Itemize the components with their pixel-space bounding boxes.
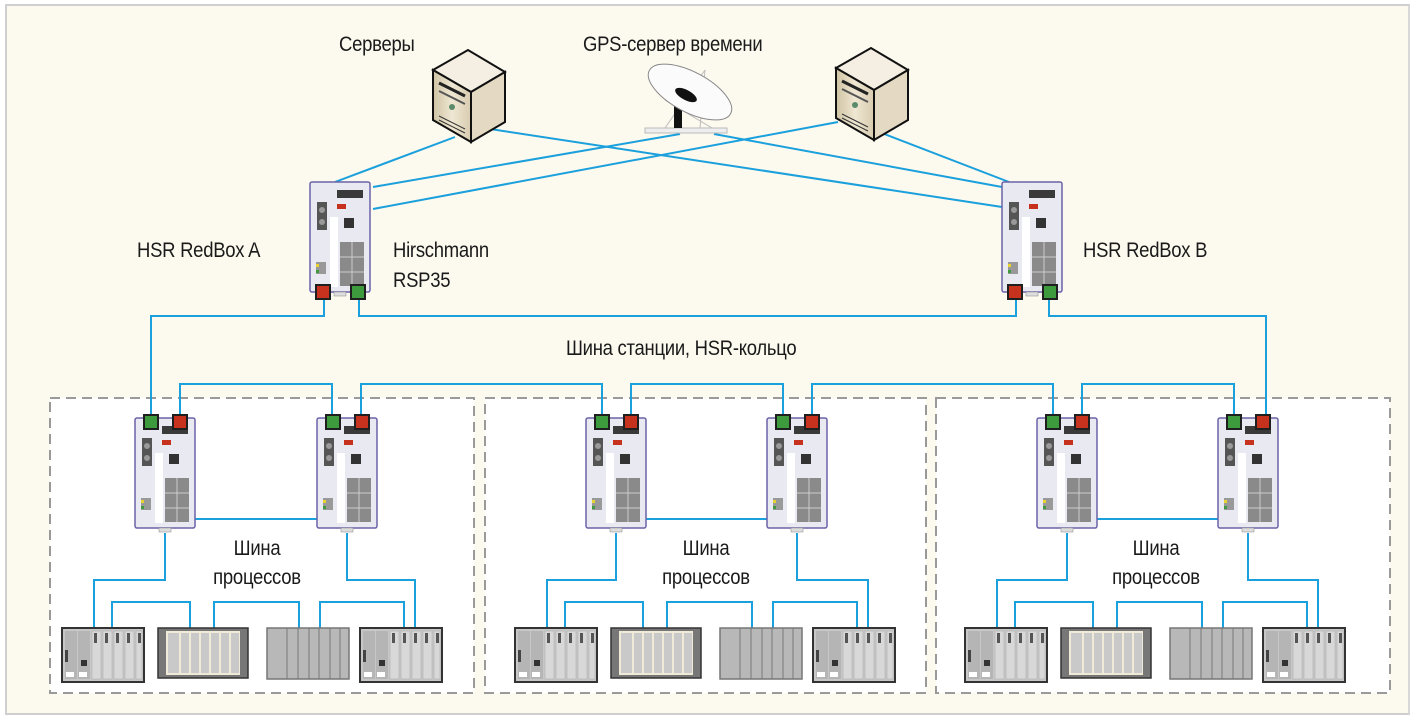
- hsr-switch-icon: [316, 417, 378, 533]
- port-a-icon: [1045, 414, 1061, 430]
- uplink: [713, 133, 1003, 188]
- station-bus-label: Шина станции, HSR-кольцо: [566, 337, 797, 360]
- hirschmann-label-line1: Hirschmann: [393, 239, 489, 262]
- port-a-icon: [1226, 414, 1242, 430]
- process-bus-link: [111, 601, 191, 628]
- process-bus-link: [796, 533, 869, 628]
- uplink: [372, 133, 681, 188]
- uplink: [372, 121, 839, 210]
- redbox-b-icon: [1001, 181, 1063, 297]
- uplink: [334, 136, 456, 183]
- uplink: [873, 129, 1010, 183]
- process-bus-link: [1222, 601, 1308, 628]
- port-b-icon: [1007, 284, 1023, 300]
- port-b-icon: [315, 284, 331, 300]
- io-panel-icon: [157, 627, 249, 679]
- plc-rack-icon: [964, 627, 1048, 683]
- hsr-ring-link: [179, 383, 333, 415]
- process-bus-link: [564, 601, 644, 628]
- hsr-switch-icon: [766, 417, 828, 533]
- server-right-icon: [833, 46, 910, 142]
- io-module-icon: [719, 627, 803, 680]
- process-bus-link: [213, 601, 300, 628]
- process-bus-label-2a: Шина: [682, 537, 730, 560]
- port-a-icon: [350, 284, 366, 300]
- hsr-switch-icon: [585, 417, 647, 533]
- station-bus-link: [150, 292, 325, 415]
- process-bus-link: [772, 601, 858, 628]
- port-b-icon: [1255, 414, 1271, 430]
- station-bus-link: [1048, 292, 1267, 415]
- process-bus-label-1b: процессов: [213, 566, 301, 589]
- port-a-icon: [1042, 284, 1058, 300]
- process-bus-link: [546, 533, 617, 628]
- port-a-icon: [143, 414, 159, 430]
- port-b-icon: [172, 414, 188, 430]
- process-bus-label-3b: процессов: [1112, 566, 1200, 589]
- io-panel-icon: [610, 627, 702, 679]
- servers-label: Серверы: [339, 33, 415, 56]
- port-a-icon: [325, 414, 341, 430]
- process-bus-link: [1247, 533, 1319, 628]
- redbox-b-label: HSR RedBox B: [1083, 239, 1208, 262]
- process-bus-label-1a: Шина: [233, 537, 281, 560]
- port-b-icon: [804, 414, 820, 430]
- redbox-a-label: HSR RedBox A: [137, 239, 261, 262]
- process-bus-link: [996, 533, 1068, 628]
- process-bus-link: [346, 533, 416, 628]
- io-panel-icon: [1060, 627, 1152, 679]
- gps-dish-icon: [644, 63, 733, 134]
- plc-rack-icon: [359, 627, 443, 683]
- uplink: [489, 128, 1003, 208]
- gps-server-label: GPS-сервер времени: [583, 33, 763, 56]
- process-bus-link: [1014, 601, 1094, 628]
- port-b-icon: [623, 414, 639, 430]
- io-module-icon: [266, 627, 350, 680]
- redbox-a-icon: [309, 181, 371, 297]
- plc-rack-icon: [812, 627, 896, 683]
- port-a-icon: [594, 414, 610, 430]
- process-bus-label-3a: Шина: [1132, 537, 1180, 560]
- plc-rack-icon: [61, 627, 145, 683]
- port-b-icon: [1074, 414, 1090, 430]
- hirschmann-label-line2: RSP35: [393, 269, 451, 292]
- io-module-icon: [1169, 627, 1253, 680]
- hsr-ring-link: [360, 383, 603, 415]
- process-bus-label-2b: процессов: [662, 566, 750, 589]
- process-bus-link: [1116, 601, 1203, 628]
- hsr-ring-link: [1081, 383, 1235, 415]
- hsr-ring-link: [630, 383, 784, 415]
- station-bus-link: [358, 292, 1017, 317]
- hsr-switch-icon: [1217, 417, 1279, 533]
- process-bus-link: [666, 601, 753, 628]
- port-b-icon: [354, 414, 370, 430]
- server-left-icon: [430, 48, 507, 144]
- port-a-icon: [775, 414, 791, 430]
- process-bus-link: [319, 601, 405, 628]
- hsr-ring-link: [811, 383, 1054, 415]
- plc-rack-icon: [514, 627, 598, 683]
- plc-rack-icon: [1262, 627, 1346, 683]
- hsr-switch-icon: [1036, 417, 1098, 533]
- process-bus-link: [93, 533, 166, 628]
- hsr-switch-icon: [134, 417, 196, 533]
